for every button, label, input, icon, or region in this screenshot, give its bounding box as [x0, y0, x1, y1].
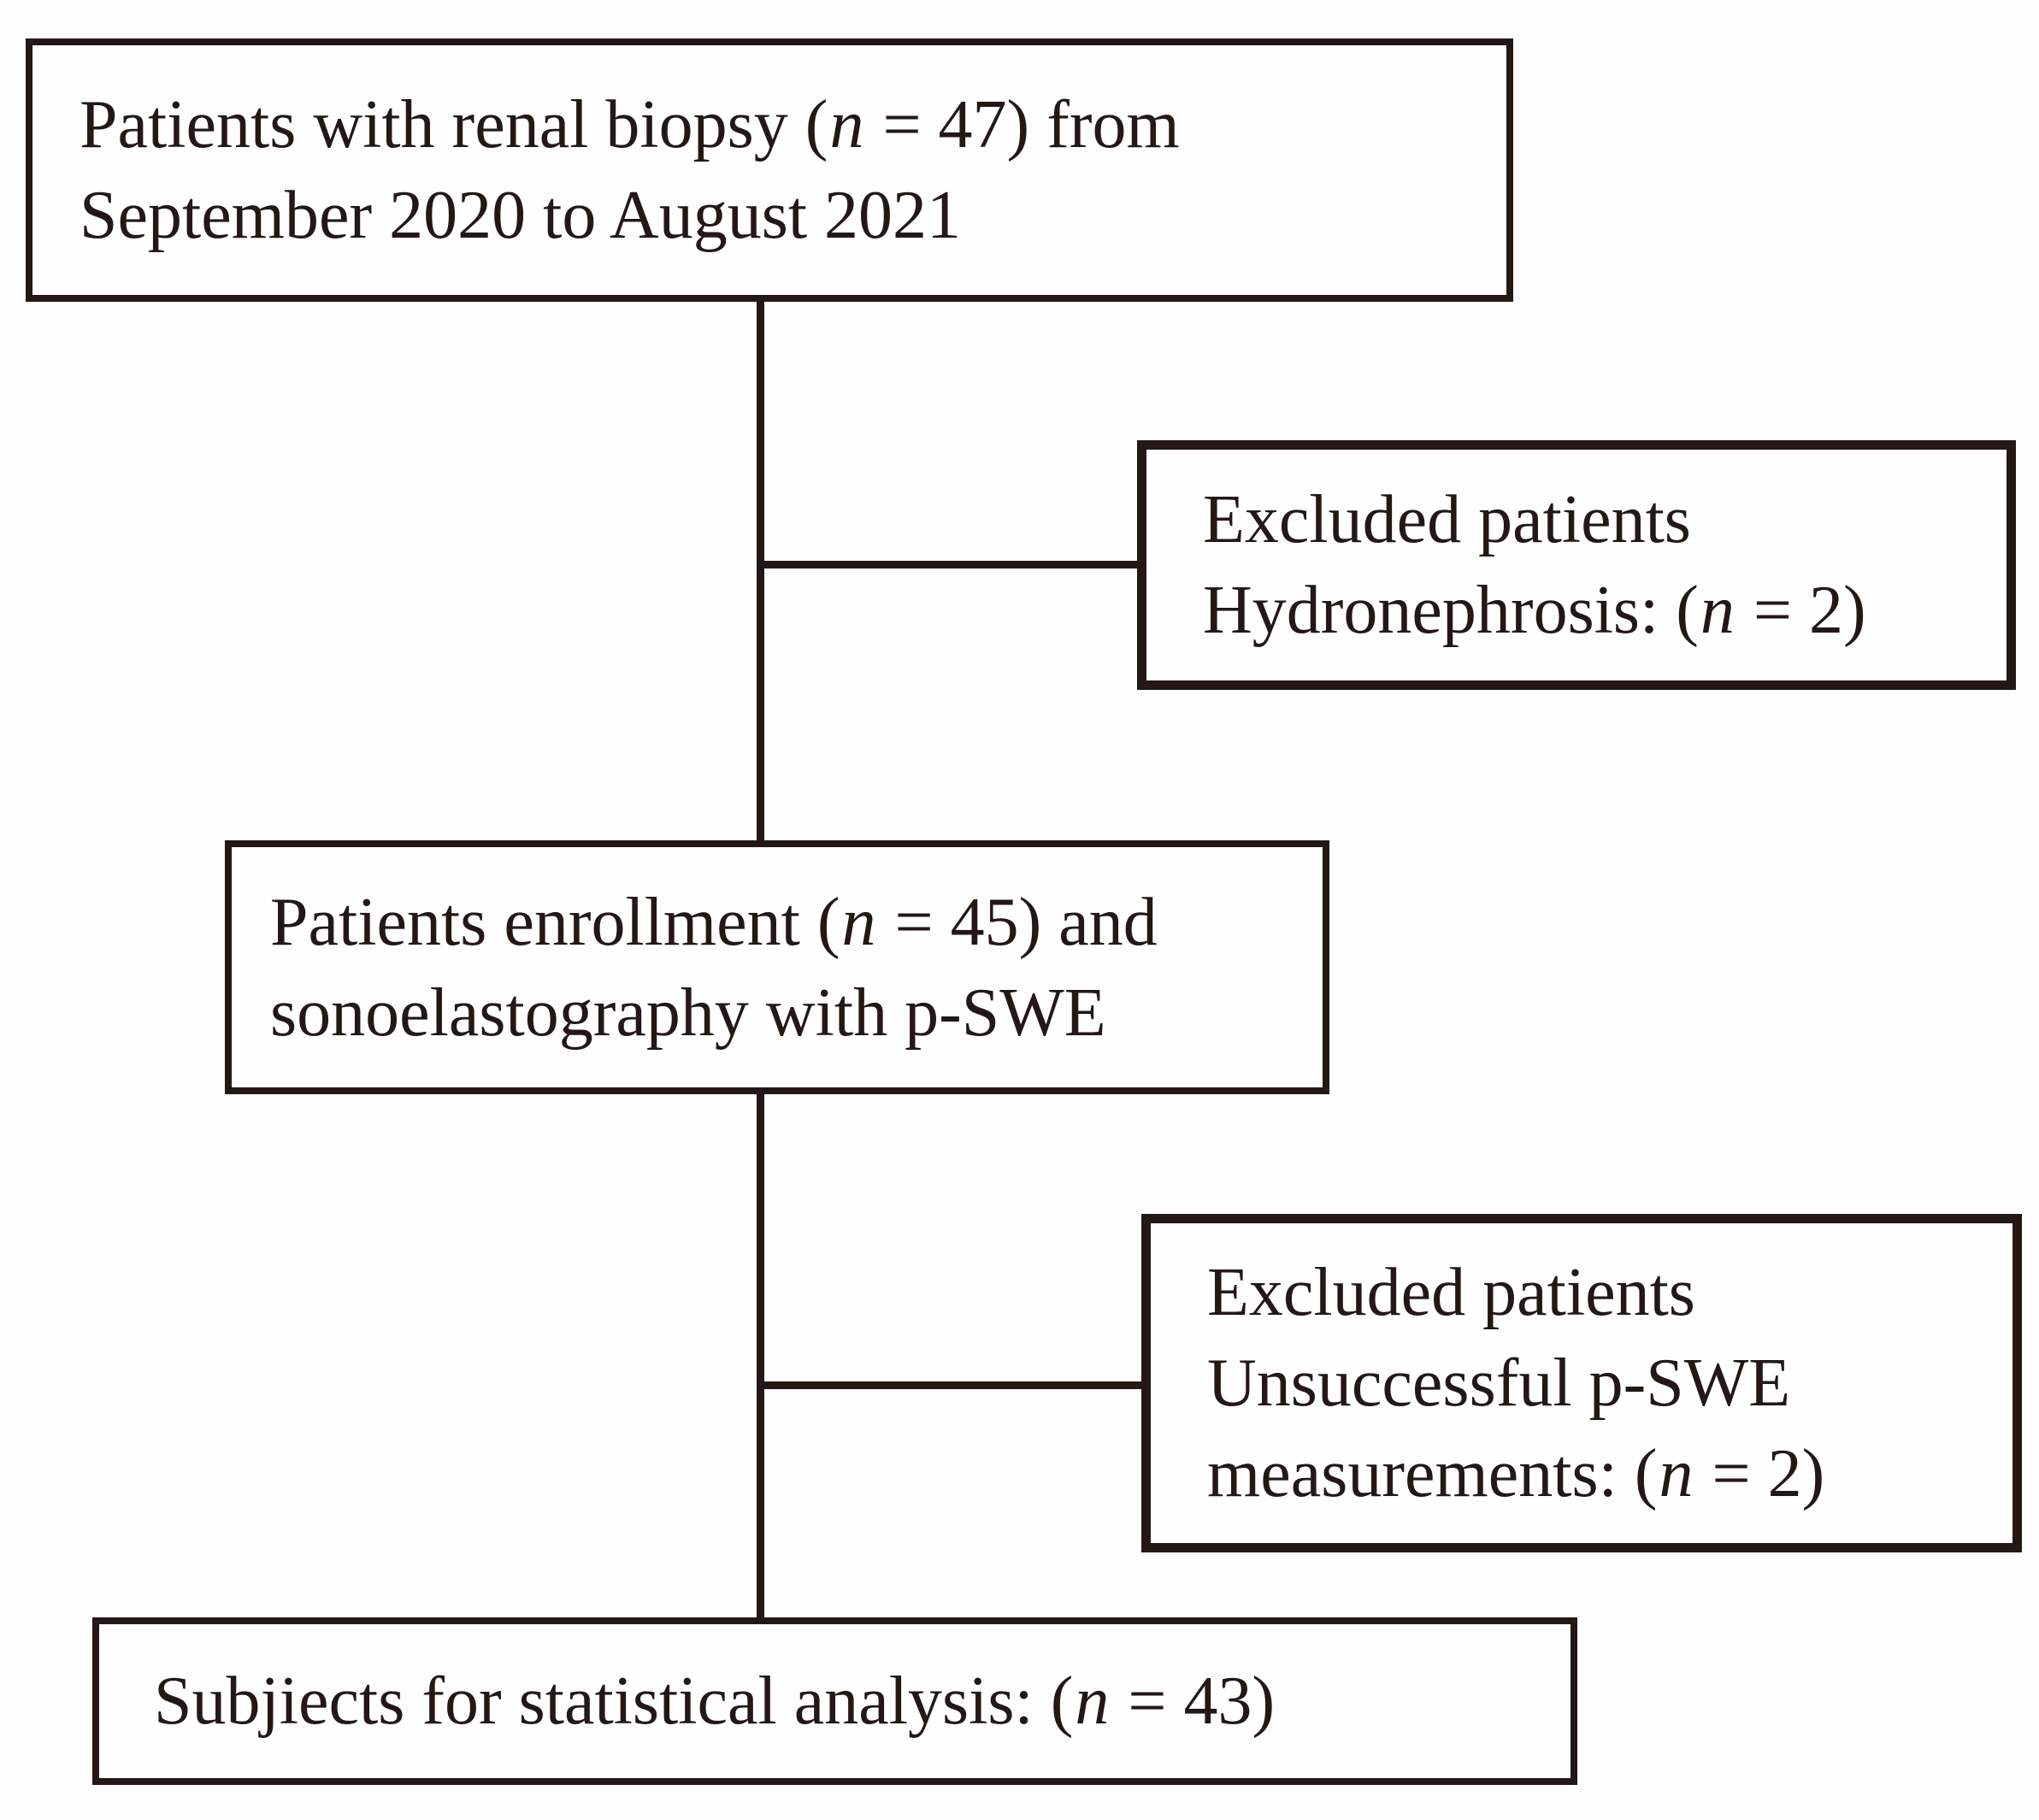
text-line: Patients with renal biopsy (n = 47) from	[80, 87, 1180, 162]
text-line: Patients enrollment (n = 45) and	[270, 884, 1158, 960]
text-line: Excluded patients	[1207, 1255, 1695, 1330]
connector-biopsy-to-enrollment	[757, 299, 764, 843]
box-statistical-analysis: Subjiects for statistical analysis: (n =…	[92, 1617, 1577, 1785]
connector-branch-hydronephrosis	[761, 561, 1140, 568]
box-patients-enrollment: Patients enrollment (n = 45) and sonoelas…	[225, 840, 1329, 1094]
text-line: Unsuccessful p-SWE	[1207, 1346, 1791, 1421]
box-renal-biopsy-patients: Patients with renal biopsy (n = 47) from…	[26, 38, 1513, 302]
text-line: September 2020 to August 2021	[80, 178, 962, 253]
text-line: Subjiects for statistical analysis: (n =…	[154, 1664, 1276, 1739]
text-line: Hydronephrosis: (n = 2)	[1203, 573, 1866, 648]
connector-branch-unsuccessful-pswe	[761, 1381, 1145, 1389]
text-line: Excluded patients	[1203, 482, 1691, 557]
connector-enrollment-to-analysis	[757, 1092, 764, 1620]
text-line: measurements: (n = 2)	[1207, 1436, 1825, 1511]
text-line: sonoelastography with p-SWE	[270, 975, 1106, 1051]
